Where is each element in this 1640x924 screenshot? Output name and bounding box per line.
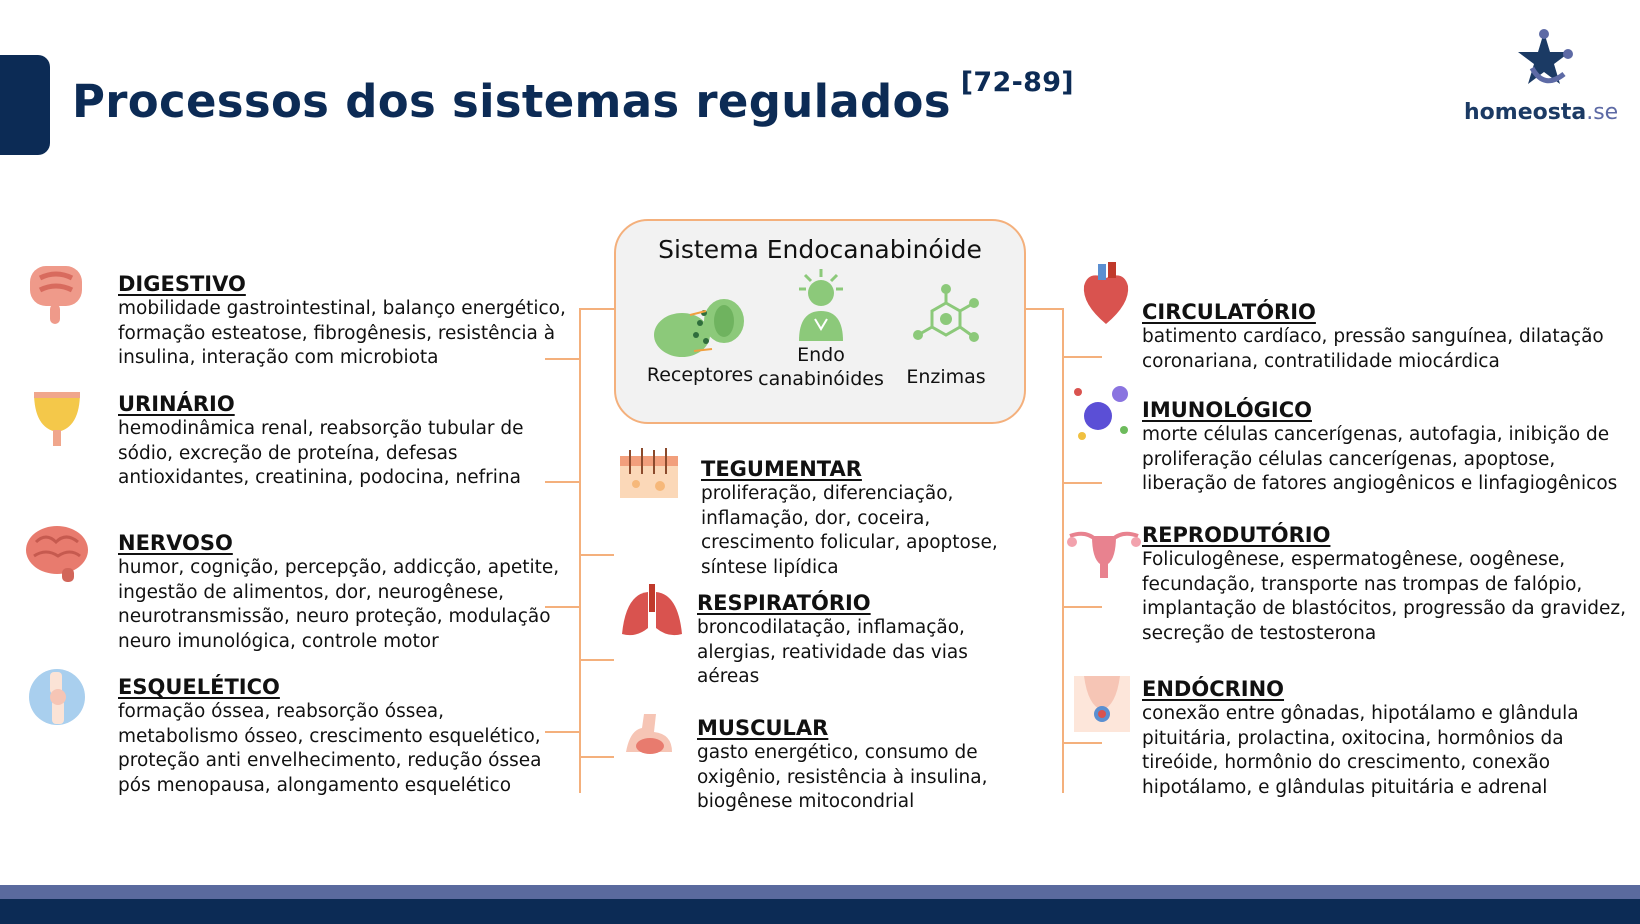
page-title: Processos dos sistemas regulados[72-89] bbox=[72, 67, 1074, 128]
system-line: crescimento folicular, apoptose, bbox=[701, 532, 998, 553]
system-reprodutorio: REPRODUTÓRIO Foliculogênese, espermatogê… bbox=[1142, 522, 1637, 646]
bladder-icon bbox=[34, 392, 80, 446]
system-line: humor, cognição, percepção, addicção, ap… bbox=[118, 557, 560, 578]
system-line: liberação de fatores angiogênicos e linf… bbox=[1142, 473, 1618, 494]
system-title: REPRODUTÓRIO bbox=[1142, 523, 1331, 547]
system-line: oxigênio, resistência à insulina, bbox=[697, 766, 988, 788]
system-line: sódio, excreção de proteína, defesas bbox=[118, 442, 458, 464]
system-title: ENDÓCRINO bbox=[1142, 677, 1285, 701]
system-line: implantação de blastócitos, progressão d… bbox=[1142, 598, 1626, 619]
system-line: pós menopausa, alongamento esquelético bbox=[118, 774, 512, 796]
system-imunologico: IMUNOLÓGICO morte células cancerígenas, … bbox=[1142, 397, 1637, 497]
system-title: TEGUMENTAR bbox=[701, 457, 862, 481]
footer-band-light bbox=[0, 885, 1640, 899]
enzymes-item: Enzimas bbox=[886, 281, 1006, 389]
system-line: neurotransmissão, neuro proteção, modula… bbox=[118, 606, 551, 627]
endocannabinoids-person-icon bbox=[799, 269, 843, 341]
system-circulatorio: CIRCULATÓRIO batimento cardíaco, pressão… bbox=[1142, 299, 1632, 374]
system-title: NERVOSO bbox=[118, 531, 233, 555]
uterus-icon bbox=[1067, 531, 1141, 578]
system-line: antioxidantes, creatinina, podocina, nef… bbox=[118, 467, 521, 488]
system-title: URINÁRIO bbox=[118, 392, 235, 416]
system-urinario: URINÁRIO hemodinâmica renal, reabsorção … bbox=[118, 391, 588, 491]
footer-band-dark bbox=[0, 899, 1640, 924]
references: [72-89] bbox=[960, 67, 1074, 98]
heart-icon bbox=[1083, 262, 1129, 324]
system-line: biogênese mitocondrial bbox=[697, 791, 915, 812]
star-logo-icon bbox=[1518, 29, 1573, 84]
enzymes-molecule-icon bbox=[913, 284, 979, 342]
system-nervoso: NERVOSO humor, cognição, percepção, addi… bbox=[118, 530, 588, 654]
system-esqueletico: ESQUELÉTICO formação óssea, reabsorção ó… bbox=[118, 674, 588, 798]
endocannabinoid-system-box: Sistema Endocanabinóide Receptores Endo … bbox=[614, 219, 1026, 424]
system-line: proteção anti envelhecimento, redução ós… bbox=[118, 750, 542, 771]
receptors-label: Receptores bbox=[646, 364, 754, 386]
system-tegumentar: TEGUMENTAR proliferação, diferenciação, … bbox=[701, 456, 1051, 580]
system-line: hipotálamo, e glândulas pituitária e adr… bbox=[1142, 776, 1548, 798]
system-title: CIRCULATÓRIO bbox=[1142, 300, 1316, 324]
system-line: neuro imunológica, controle motor bbox=[118, 630, 439, 652]
system-line: gasto energético, consumo de bbox=[697, 742, 978, 763]
system-line: Foliculogênese, espermatogênese, oogênes… bbox=[1142, 549, 1566, 570]
title-accent-tab bbox=[0, 55, 50, 155]
system-title: RESPIRATÓRIO bbox=[697, 591, 871, 615]
system-line: ingestão de alimentos, dor, neurogênese, bbox=[118, 581, 505, 603]
system-muscular: MUSCULAR gasto energético, consumo de ox… bbox=[697, 715, 1047, 815]
system-respiratorio: RESPIRATÓRIO broncodilatação, inflamação… bbox=[697, 590, 1047, 690]
system-line: mobilidade gastrointestinal, balanço ene… bbox=[118, 298, 566, 319]
system-line: conexão entre gônadas, hipotálamo e glân… bbox=[1142, 703, 1579, 724]
system-line: inflamação, dor, coceira, bbox=[701, 507, 931, 529]
center-title: Sistema Endocanabinóide bbox=[658, 235, 982, 264]
system-digestivo: DIGESTIVO mobilidade gastrointestinal, b… bbox=[118, 271, 588, 371]
system-line: coronariana, contratilidade miocárdica bbox=[1142, 350, 1500, 372]
system-line: formação esteatose, fibrogênesis, resist… bbox=[118, 322, 556, 344]
system-line: batimento cardíaco, pressão sanguínea, d… bbox=[1142, 326, 1604, 347]
immune-cells-icon bbox=[1074, 386, 1128, 440]
system-title: MUSCULAR bbox=[697, 716, 829, 740]
system-line: formação óssea, reabsorção óssea, bbox=[118, 701, 444, 722]
receptors-icon bbox=[654, 299, 744, 357]
endocannabinoids-item: Endo canabinóides bbox=[756, 263, 886, 391]
enzymes-label: Enzimas bbox=[906, 366, 986, 388]
system-line: morte células cancerígenas, autofagia, i… bbox=[1142, 424, 1610, 445]
system-endocrino: ENDÓCRINO conexão entre gônadas, hipotál… bbox=[1142, 676, 1637, 800]
system-line: fecundação, transporte nas trompas de fa… bbox=[1142, 573, 1583, 595]
system-line: alergias, reatividade das vias bbox=[697, 641, 968, 663]
system-line: proliferação, diferenciação, bbox=[701, 483, 954, 504]
system-line: secreção de testosterona bbox=[1142, 622, 1377, 644]
system-line: proliferação células cancerígenas, apopt… bbox=[1142, 448, 1556, 470]
system-line: hemodinâmica renal, reabsorção tubular d… bbox=[118, 418, 524, 439]
brain-icon bbox=[26, 526, 88, 582]
endocannabinoids-label-line2: canabinóides bbox=[758, 368, 884, 390]
system-line: pituitária, prolactina, oxitocina, hormô… bbox=[1142, 727, 1564, 749]
logo: homeosta.se bbox=[1452, 28, 1632, 128]
system-title: DIGESTIVO bbox=[118, 272, 246, 296]
lungs-icon bbox=[622, 584, 682, 636]
skin-layers-icon bbox=[620, 448, 678, 498]
right-connector-trunk bbox=[1026, 308, 1064, 793]
flexed-arm-icon bbox=[626, 714, 672, 754]
left-connector-trunk bbox=[579, 308, 614, 793]
system-line: broncodilatação, inflamação, bbox=[697, 617, 965, 638]
intestine-icon bbox=[30, 266, 82, 324]
system-title: IMUNOLÓGICO bbox=[1142, 398, 1312, 422]
system-line: tireóide, hormônio do crescimento, conex… bbox=[1142, 752, 1551, 773]
system-line: síntese lipídica bbox=[701, 556, 839, 578]
system-line: metabolismo ósseo, crescimento esqueléti… bbox=[118, 725, 541, 747]
receptors-item: Receptores bbox=[640, 293, 760, 387]
system-title: ESQUELÉTICO bbox=[118, 675, 280, 699]
thyroid-neck-icon bbox=[1074, 676, 1130, 732]
endocannabinoids-label-line1: Endo bbox=[797, 344, 845, 366]
knee-joint-icon bbox=[29, 669, 85, 725]
system-line: insulina, interação com microbiota bbox=[118, 347, 439, 368]
system-line: aéreas bbox=[697, 666, 760, 687]
